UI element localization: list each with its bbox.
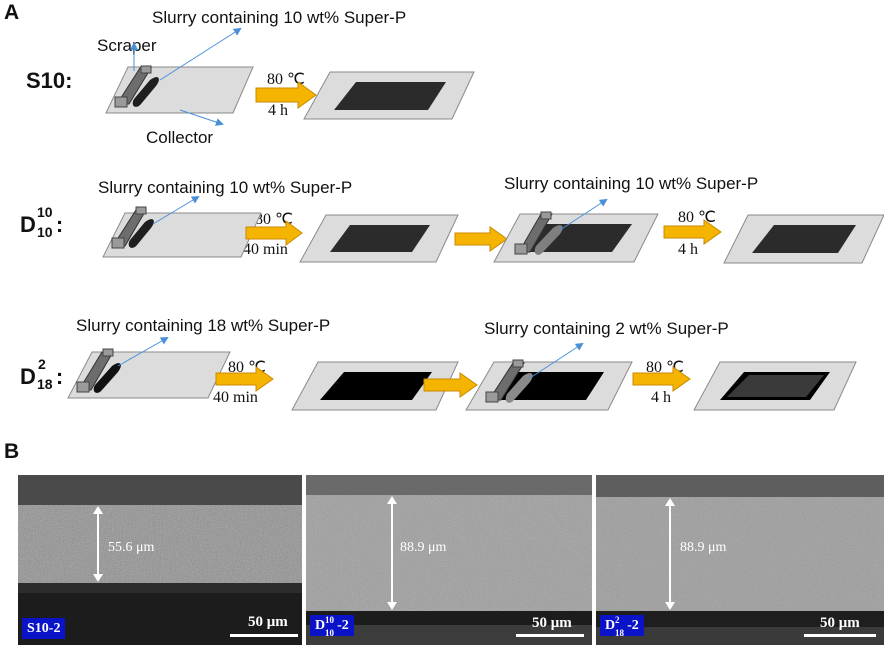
thickness-arrow-s10-2 xyxy=(93,506,103,582)
collector-pointer-line xyxy=(179,109,224,126)
row-label-s10: S10: xyxy=(26,68,73,93)
scale-label-d10-10-2: 50 μm xyxy=(532,615,572,631)
d18-arrow-1 xyxy=(215,366,274,392)
d18-second-coating-sheet xyxy=(465,359,633,411)
thickness-arrow-d18-2-2 xyxy=(665,498,675,610)
scale-label-s10-2: 50 μm xyxy=(248,614,288,630)
badge-s10-2: S10-2 xyxy=(22,618,66,639)
sem-texture-s10-2 xyxy=(18,475,302,645)
d18-arrow-2 xyxy=(423,372,478,398)
s10-scraper xyxy=(114,65,159,108)
collector-label: Collector xyxy=(146,128,214,147)
panel-b-letter: B xyxy=(4,440,20,463)
d10-second-coating-sheet xyxy=(493,211,659,263)
d10-arrow-3 xyxy=(663,219,722,245)
d18-collector-sheet xyxy=(67,351,231,399)
d18-step2-time: 4 h xyxy=(651,389,671,406)
d18-slurry-pointer-line-2 xyxy=(529,342,584,379)
scale-bar-d10-10-2 xyxy=(516,634,584,637)
scraper-label: Scraper xyxy=(97,36,157,55)
scale-bar-d18-2-2 xyxy=(804,634,876,637)
d10-arrow-2 xyxy=(454,226,508,252)
scale-label-d18-2-2: 50 μm xyxy=(820,615,860,631)
d18-slurry-label-2: Slurry containing 2 wt% Super-P xyxy=(484,319,729,338)
d18-scraper-1 xyxy=(76,348,121,393)
d10-slurry-label-2: Slurry containing 10 wt% Super-P xyxy=(504,174,759,193)
d18-slurry-pointer-line-1 xyxy=(117,337,169,367)
d10-step1-temp: 80 ℃ xyxy=(255,211,293,228)
d18-slurry-label-1: Slurry containing 18 wt% Super-P xyxy=(76,316,331,335)
d18-step1-time: 40 min xyxy=(213,389,258,406)
panel-a-letter: A xyxy=(4,1,20,24)
s10-slurry-pointer-line xyxy=(159,27,242,81)
d18-final-electrode xyxy=(693,361,857,411)
s10-slurry-label: Slurry containing 10 wt% Super-P xyxy=(152,8,407,27)
thickness-label-d18-2-2: 88.9 μm xyxy=(680,540,727,555)
d10-slurry-pointer-line-2 xyxy=(559,198,608,231)
d10-step2-time: 4 h xyxy=(678,241,698,258)
s10-step-temp: 80 ℃ xyxy=(267,71,305,88)
thickness-label-s10-2: 55.6 μm xyxy=(108,540,155,555)
d10-final-electrode xyxy=(723,214,884,264)
row-label-d10-10: D: 10 10 xyxy=(20,204,64,240)
row-label-d18-2: D: 2 18 xyxy=(20,356,64,392)
s10-arrow-1 xyxy=(255,81,317,109)
d10-arrow-1 xyxy=(245,220,303,246)
s10-dried-electrode xyxy=(303,71,475,120)
d10-scraper-1 xyxy=(111,206,154,249)
thickness-arrow-d10-10-2 xyxy=(387,496,397,610)
d10-slurry-pointer-line-1 xyxy=(152,195,200,225)
d10-slurry-label-1: Slurry containing 10 wt% Super-P xyxy=(98,178,353,197)
sem-image-s10-2: 55.6 μm S10-2 50 μm xyxy=(18,475,302,645)
d10-step1-time: 40 min xyxy=(243,241,288,258)
s10-step-time: 4 h xyxy=(268,102,288,119)
d18-intermediate-electrode xyxy=(291,361,459,411)
panel-a-diagram xyxy=(67,27,884,411)
d18-arrow-3 xyxy=(632,366,691,392)
scale-bar-s10-2 xyxy=(230,634,298,637)
thickness-label-d10-10-2: 88.9 μm xyxy=(400,540,447,555)
sem-texture-d18-2-2 xyxy=(596,475,884,645)
d10-intermediate-electrode xyxy=(299,214,459,263)
d10-collector-sheet xyxy=(102,212,262,258)
